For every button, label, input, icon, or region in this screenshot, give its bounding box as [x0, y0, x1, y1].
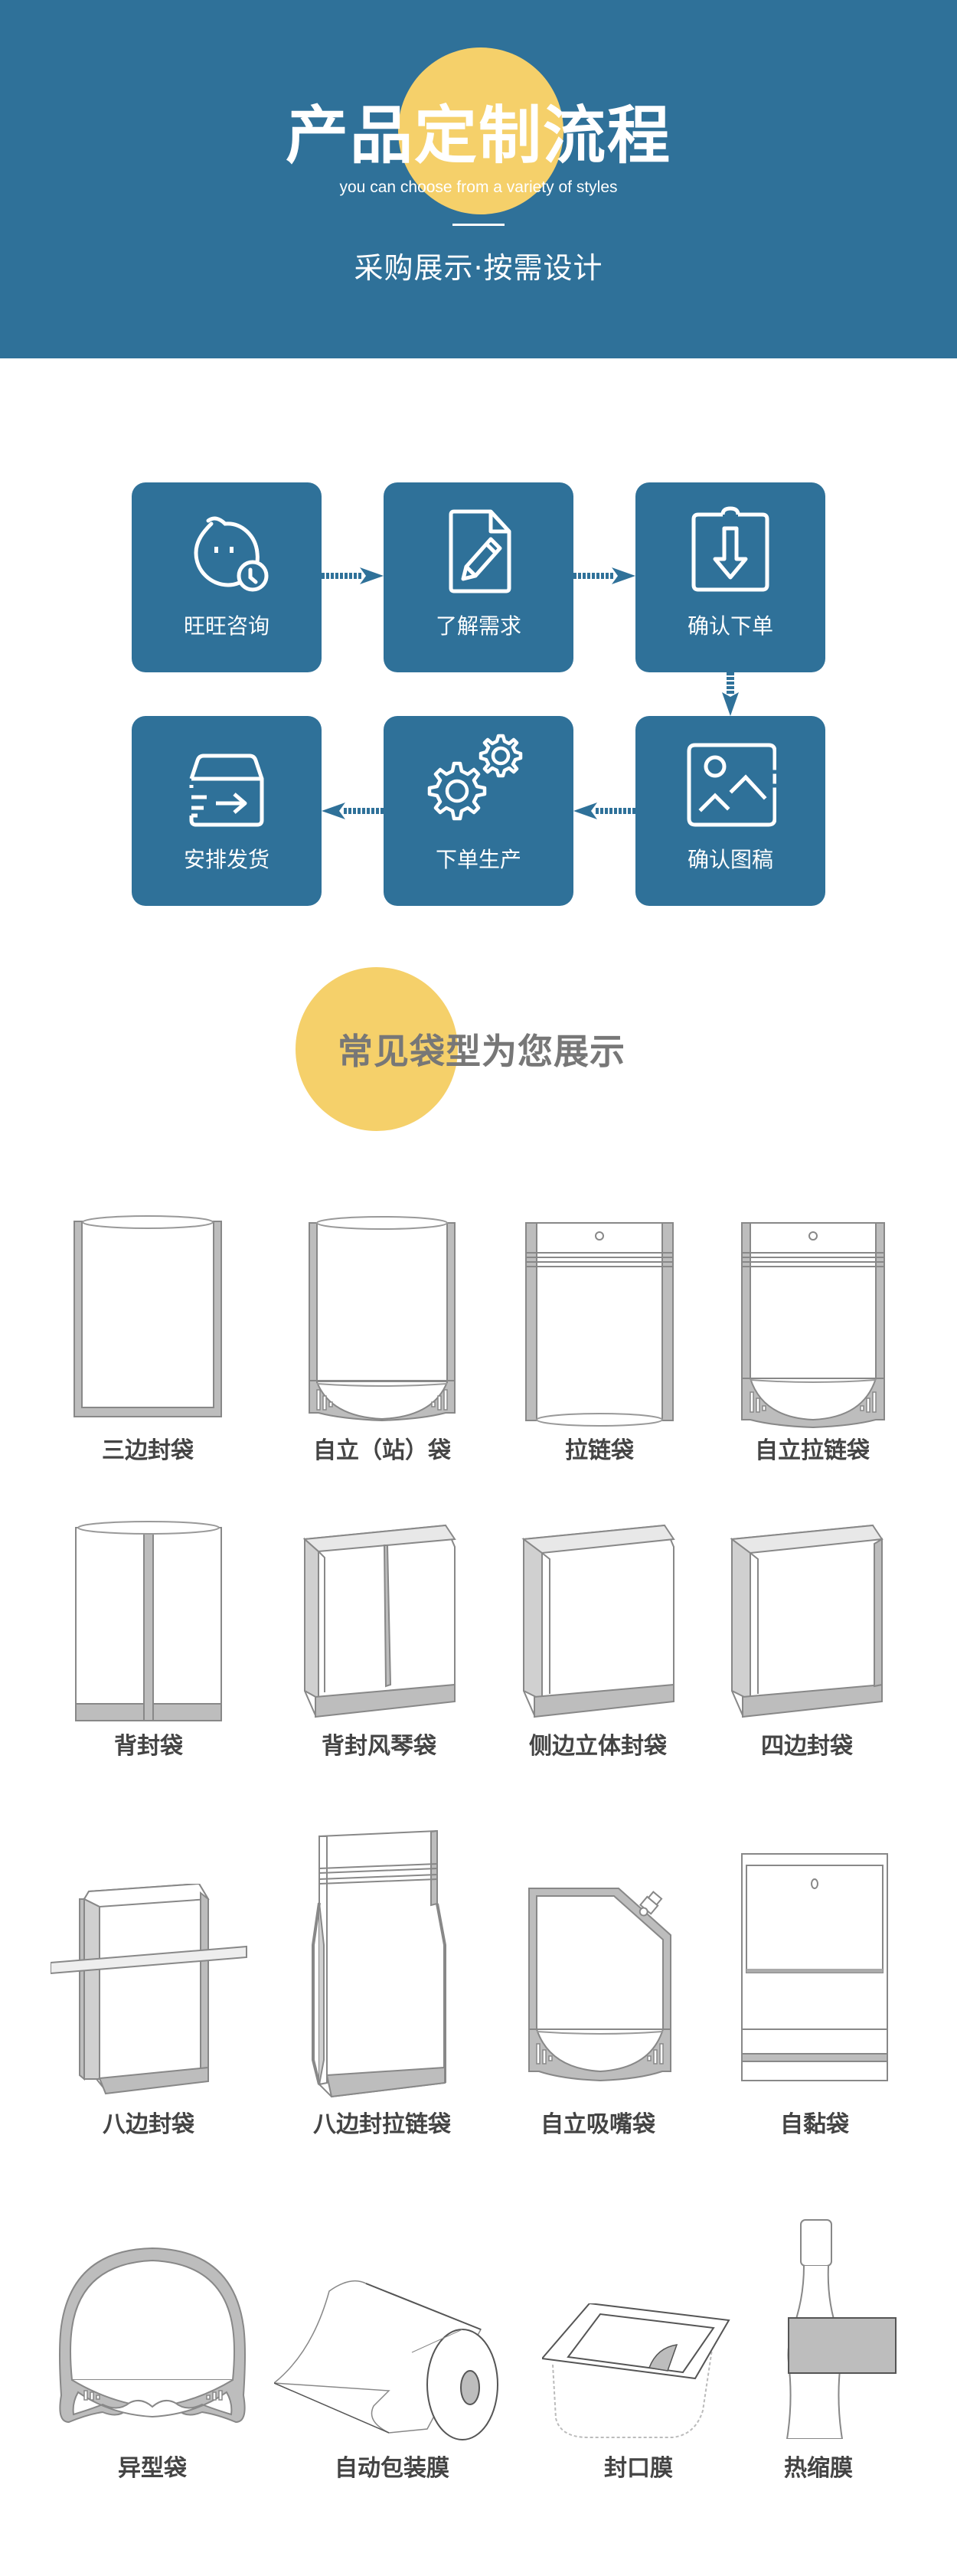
back-seal-gusset-bag-icon [300, 1524, 458, 1723]
packaging-film-roll-icon [274, 2276, 511, 2444]
side-gusset-bag-icon [519, 1524, 677, 1723]
hero-accent-circle [398, 47, 563, 214]
document-edit-icon [433, 505, 524, 597]
box-shipping-icon [181, 739, 273, 831]
three-side-seal-bag-icon [73, 1214, 222, 1420]
arrow-left-icon [573, 803, 635, 819]
bag-label: 侧边立体封袋 [529, 1733, 667, 1760]
eight-side-seal-bag-icon [51, 1884, 257, 2098]
bag-label: 背封袋 [114, 1733, 183, 1760]
eight-side-zipper-bag-icon [309, 1830, 454, 2098]
hero-subtitle: 采购展示·按需设计 [354, 251, 603, 285]
self-adhesive-bag-icon [741, 1853, 888, 2083]
wangwang-chat-icon [181, 505, 273, 597]
step-label: 确认下单 [687, 613, 773, 639]
hero-banner: 产品定制流程 you can choose from a variety of … [0, 0, 957, 358]
section-title: 常见袋型为您展示 [338, 1031, 625, 1072]
bag-label: 八边封拉链袋 [313, 2111, 451, 2138]
bag-label: 自立吸嘴袋 [541, 2111, 655, 2138]
bag-label: 热缩膜 [784, 2455, 853, 2482]
step-label: 安排发货 [183, 847, 269, 872]
process-step-confirm-artwork: 确认图稿 [635, 716, 825, 906]
page-title: 产品定制流程 [285, 100, 671, 172]
sealing-film-icon [542, 2303, 741, 2441]
arrow-left-icon [322, 803, 384, 819]
gears-icon [417, 728, 532, 835]
bag-label: 自立拉链袋 [755, 1437, 870, 1464]
bag-label: 自黏袋 [780, 2111, 849, 2138]
four-side-seal-bag-icon [727, 1524, 885, 1723]
shrink-film-bottle-icon [784, 2217, 899, 2439]
bag-label: 三边封袋 [102, 1437, 194, 1464]
bag-label: 拉链袋 [565, 1437, 634, 1464]
image-icon [684, 739, 776, 831]
hero-divider [452, 224, 505, 226]
download-clipboard-icon [684, 505, 776, 597]
process-step-shipping: 安排发货 [132, 716, 322, 906]
shaped-bag-icon [57, 2242, 248, 2434]
hero-english-subtitle: you can choose from a variety of styles [339, 178, 618, 196]
bag-label: 背封风琴袋 [322, 1733, 436, 1760]
bag-label: 异型袋 [118, 2455, 187, 2482]
bag-label: 自动包装膜 [335, 2455, 449, 2482]
bag-label: 四边封袋 [761, 1733, 853, 1760]
process-step-consult: 旺旺咨询 [132, 482, 322, 672]
bag-label: 封口膜 [604, 2455, 673, 2482]
arrow-right-icon [322, 567, 384, 584]
spout-pouch-icon [528, 1888, 689, 2091]
zipper-bag-icon [525, 1222, 674, 1429]
step-label: 下单生产 [435, 847, 521, 872]
step-label: 旺旺咨询 [183, 613, 269, 639]
stand-up-pouch-icon [308, 1214, 456, 1432]
arrow-right-icon [573, 567, 635, 584]
stand-up-zipper-bag-icon [741, 1222, 885, 1433]
bag-label: 自立（站）袋 [313, 1437, 451, 1464]
step-label: 确认图稿 [687, 847, 773, 872]
bag-label: 八边封袋 [103, 2111, 194, 2138]
back-seal-bag-icon [75, 1520, 222, 1723]
process-step-confirm-order: 确认下单 [635, 482, 825, 672]
step-label: 了解需求 [435, 613, 521, 639]
section-accent-circle [296, 967, 458, 1131]
process-step-production: 下单生产 [384, 716, 573, 906]
process-step-requirements: 了解需求 [384, 482, 573, 672]
arrow-down-icon [722, 672, 739, 716]
